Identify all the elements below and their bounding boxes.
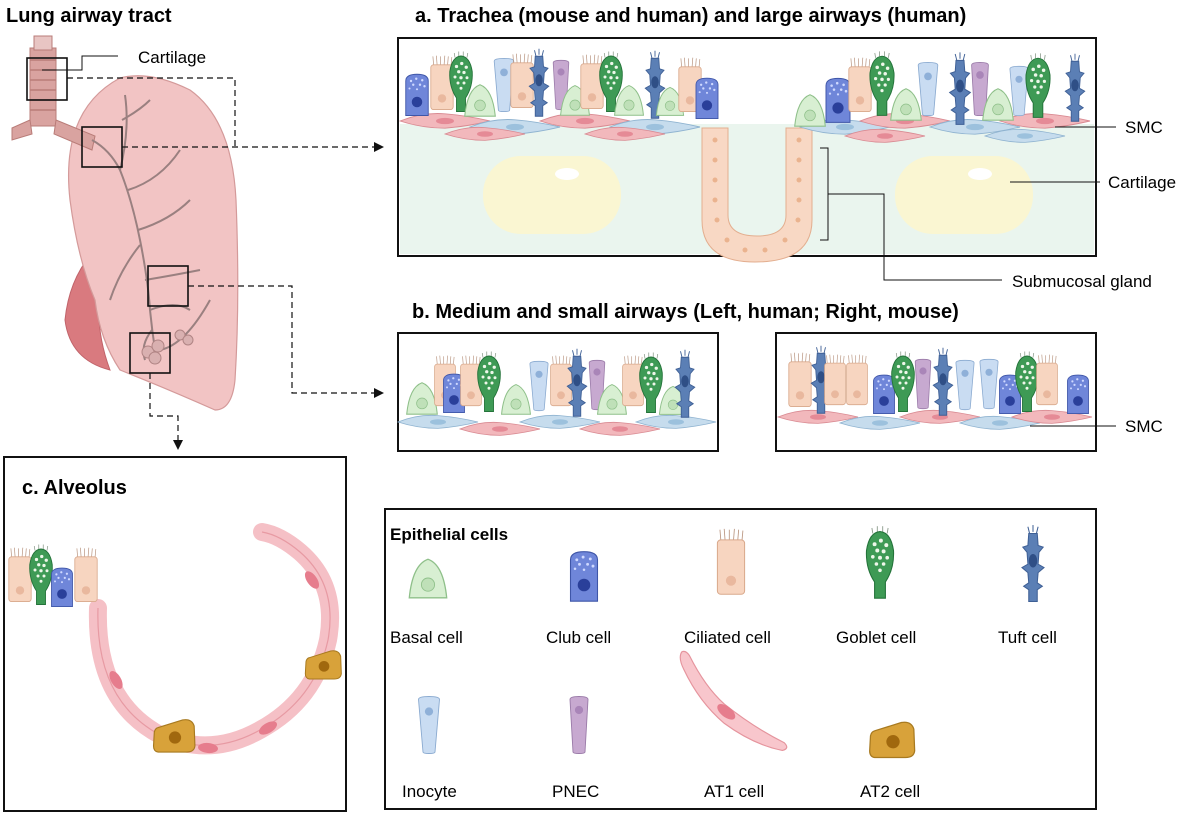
panel-c-title: c. Alveolus — [22, 477, 127, 499]
panel-b-smc-label: SMC — [1125, 417, 1163, 436]
cartilage-leader — [42, 55, 118, 71]
legend-label-inocyte: Inocyte — [402, 782, 457, 801]
panel-a-title: a. Trachea (mouse and human) and large a… — [415, 5, 966, 27]
legend-label-at1: AT1 cell — [704, 782, 764, 801]
cartilage-left — [483, 156, 621, 234]
panel-a-gland-label: Submucosal gland — [1012, 272, 1152, 291]
legend-title: Epithelial cells — [390, 525, 508, 544]
cartilage-right — [895, 156, 1033, 234]
legend-club-icon — [569, 551, 599, 602]
panel-c: c. Alveolus — [3, 456, 347, 812]
legend-label-tuft: Tuft cell — [998, 628, 1057, 647]
legend-label-club: Club cell — [546, 628, 611, 647]
legend-pnec-icon — [569, 696, 589, 754]
panel-b-right: SMC — [775, 332, 1163, 452]
panel-c-frame — [3, 456, 347, 812]
cartilage-right-lacuna — [968, 168, 992, 180]
alveolar-wall-outline — [97, 531, 331, 746]
gland-nuclei — [712, 137, 802, 253]
gland-leader — [828, 193, 1002, 281]
zoom-box-trachea — [26, 57, 68, 101]
legend: Epithelial cells Basal cell Club cell Ci… — [384, 508, 1097, 810]
panel-b-left — [397, 332, 719, 452]
submucosal-gland — [701, 127, 813, 263]
legend-label-at2: AT2 cell — [860, 782, 920, 801]
legend-label-pnec: PNEC — [552, 782, 599, 801]
zoom-connectors — [67, 77, 384, 450]
figure-title: Lung airway tract — [6, 5, 172, 27]
legend-label-goblet: Goblet cell — [836, 628, 916, 647]
lung-illustration: Cartilage — [11, 35, 239, 411]
cartilage-left-lacuna — [555, 168, 579, 180]
legend-label-basal: Basal cell — [390, 628, 463, 647]
legend-label-ciliated: Ciliated cell — [684, 628, 771, 647]
panel-a-smc-label: SMC — [1125, 118, 1163, 137]
bronchial-tree — [91, 94, 211, 361]
panel-a-cartilage-label: Cartilage — [1108, 173, 1176, 192]
panel-b-title: b. Medium and small airways (Left, human… — [412, 301, 959, 323]
panel-a: SMC Cartilage Submucosal gland — [397, 37, 1176, 291]
alveolar-clusters — [141, 329, 194, 365]
lung-cartilage-label: Cartilage — [138, 48, 206, 67]
at1-nuclei — [109, 571, 320, 754]
lung-body — [67, 75, 239, 411]
